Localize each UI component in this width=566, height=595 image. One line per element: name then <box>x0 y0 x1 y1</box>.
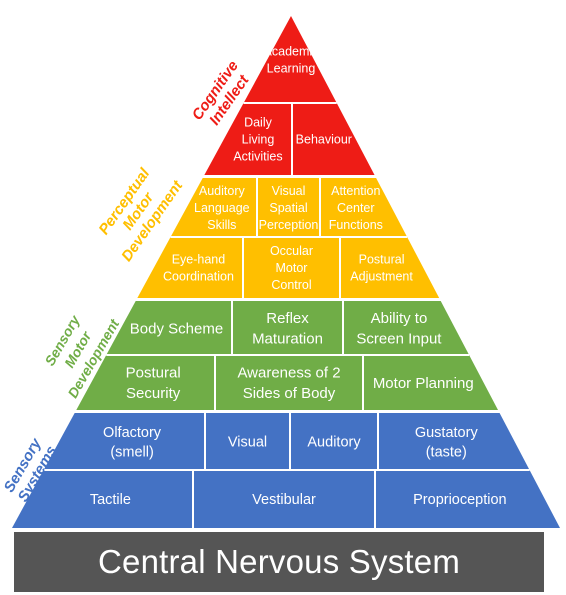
cell-body-scheme: Body Scheme <box>130 320 223 337</box>
cell-tactile: Tactile <box>90 492 131 508</box>
cell-vestibular: Vestibular <box>252 492 316 508</box>
cell-gustatory-taste: Gustatory(taste) <box>415 425 479 461</box>
cell-behaviour: Behaviour <box>296 132 352 146</box>
cell-auditory: Auditory <box>307 435 361 451</box>
level-sensory-systems: Olfactory(smell) Visual Auditory Gustatory(… <box>12 413 560 528</box>
central-nervous-system-base: Central Nervous System <box>14 532 544 592</box>
cell-proprioception: Proprioception <box>413 492 507 508</box>
cell-visual: Visual <box>228 435 267 451</box>
cell-motor-planning: Motor Planning <box>373 375 474 392</box>
cell-olfactory-smell: Olfactory(smell) <box>103 425 162 461</box>
base-label: Central Nervous System <box>97 543 461 580</box>
band-cognitive <box>204 16 375 175</box>
